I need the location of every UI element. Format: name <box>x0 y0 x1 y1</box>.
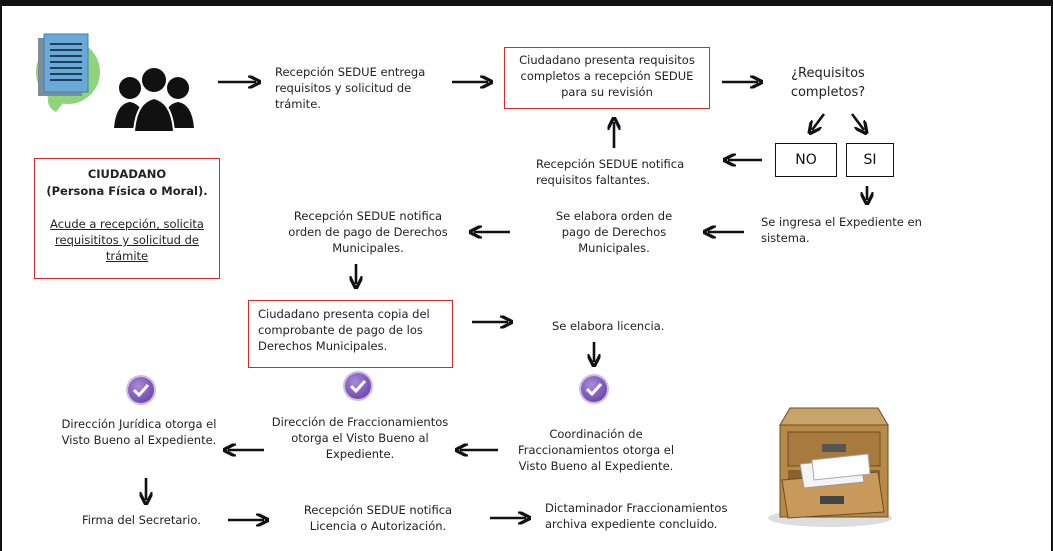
step-elabora-orden: Se elabora orden de pago de Derechos Mun… <box>555 209 673 255</box>
step-recepcion-entrega: Recepción SEDUE entrega requisitos y sol… <box>275 65 426 111</box>
step-direccion-fracc-vb: Dirección de Fraccionamientos otorga el … <box>271 415 449 461</box>
ciudadano-body-text: Acude a recepción, solicita requisititos… <box>50 217 204 263</box>
check-icon <box>345 373 371 399</box>
step-presenta-comprobante: Ciudadano presenta copia del comprobante… <box>258 307 430 353</box>
step-firma-secretario: Firma del Secretario. <box>82 513 201 527</box>
step-ingresa-expediente: Se ingresa el Expediente en sistema. <box>761 215 922 245</box>
decision-si-box: SI <box>846 143 894 177</box>
step-archiva: Dictaminador Fraccionamientos archiva ex… <box>545 501 728 531</box>
step-presenta-comprobante-box <box>248 300 453 368</box>
step-notifica-orden: Recepción SEDUE notifica orden de pago d… <box>288 209 448 255</box>
step-notifica-licencia: Recepción SEDUE notifica Licencia o Auto… <box>303 503 453 533</box>
ciudadano-body: Acude a recepción, solicita requisititos… <box>44 216 210 264</box>
step-coordinacion-vb: Coordinación de Fraccionamientos otorga … <box>517 427 675 473</box>
decision-no-box: NO <box>775 143 837 177</box>
decision-requisitos-completos: ¿Requisitos completos? <box>790 66 866 100</box>
step-elabora-licencia: Se elabora licencia. <box>552 319 665 333</box>
ciudadano-box <box>34 158 220 279</box>
step-notifica-faltantes: Recepción SEDUE notifica requisitos falt… <box>536 157 685 187</box>
filing-cabinet-icon <box>768 407 892 527</box>
step-ciudadano-presenta-box <box>504 47 710 109</box>
ciudadano-heading: CIUDADANO <box>87 167 167 181</box>
step-ciudadano-presenta: Ciudadano presenta requisitos completos … <box>519 53 695 99</box>
check-icon <box>581 376 607 402</box>
step-juridica-vb: Dirección Jurídica otorga el Visto Bueno… <box>61 417 217 447</box>
people-document-icon <box>36 33 194 133</box>
check-icon <box>128 377 154 403</box>
ciudadano-subheading: (Persona Física o Moral). <box>46 184 208 198</box>
